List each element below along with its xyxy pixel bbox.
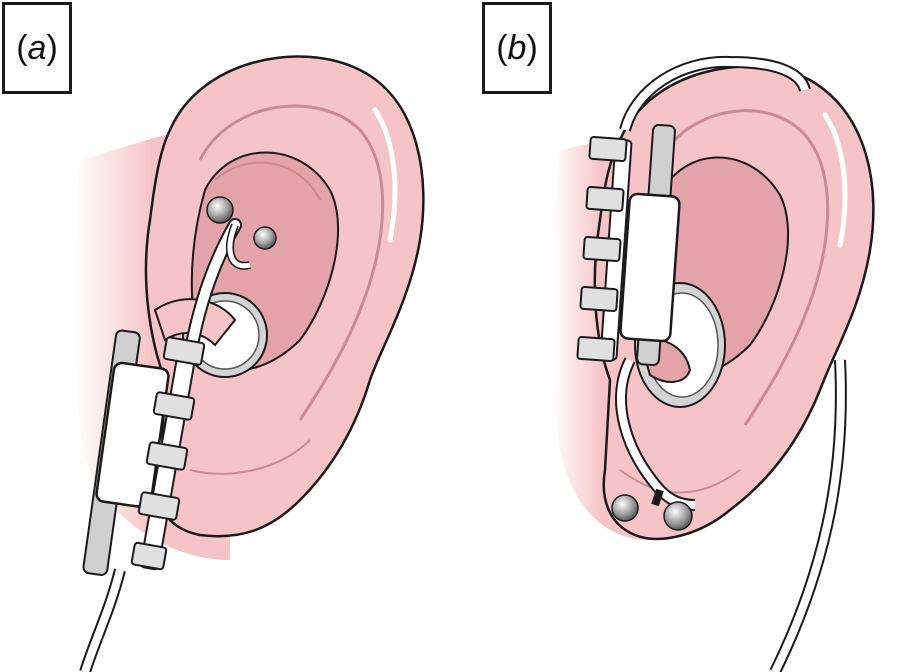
- device-clips: [130, 336, 206, 571]
- panel-b: (b): [450, 0, 900, 672]
- electrode-ball-2: [253, 226, 277, 250]
- ear-illustration-a: [73, 55, 425, 672]
- panel-a: (a): [2, 2, 425, 672]
- electrode-ball-2: [663, 501, 693, 531]
- ear-illustration-b: [552, 55, 875, 672]
- electrode-ball-1: [206, 196, 234, 224]
- device-housing: [619, 192, 681, 343]
- device-housing: [95, 361, 170, 509]
- ear-antihelix: [198, 104, 385, 421]
- panel-label-a: (a): [2, 2, 72, 94]
- electrode-ball-1: [611, 494, 639, 522]
- panel-label-b: (b): [482, 2, 552, 94]
- device-clips: [576, 135, 628, 363]
- ear-antihelix: [658, 109, 830, 426]
